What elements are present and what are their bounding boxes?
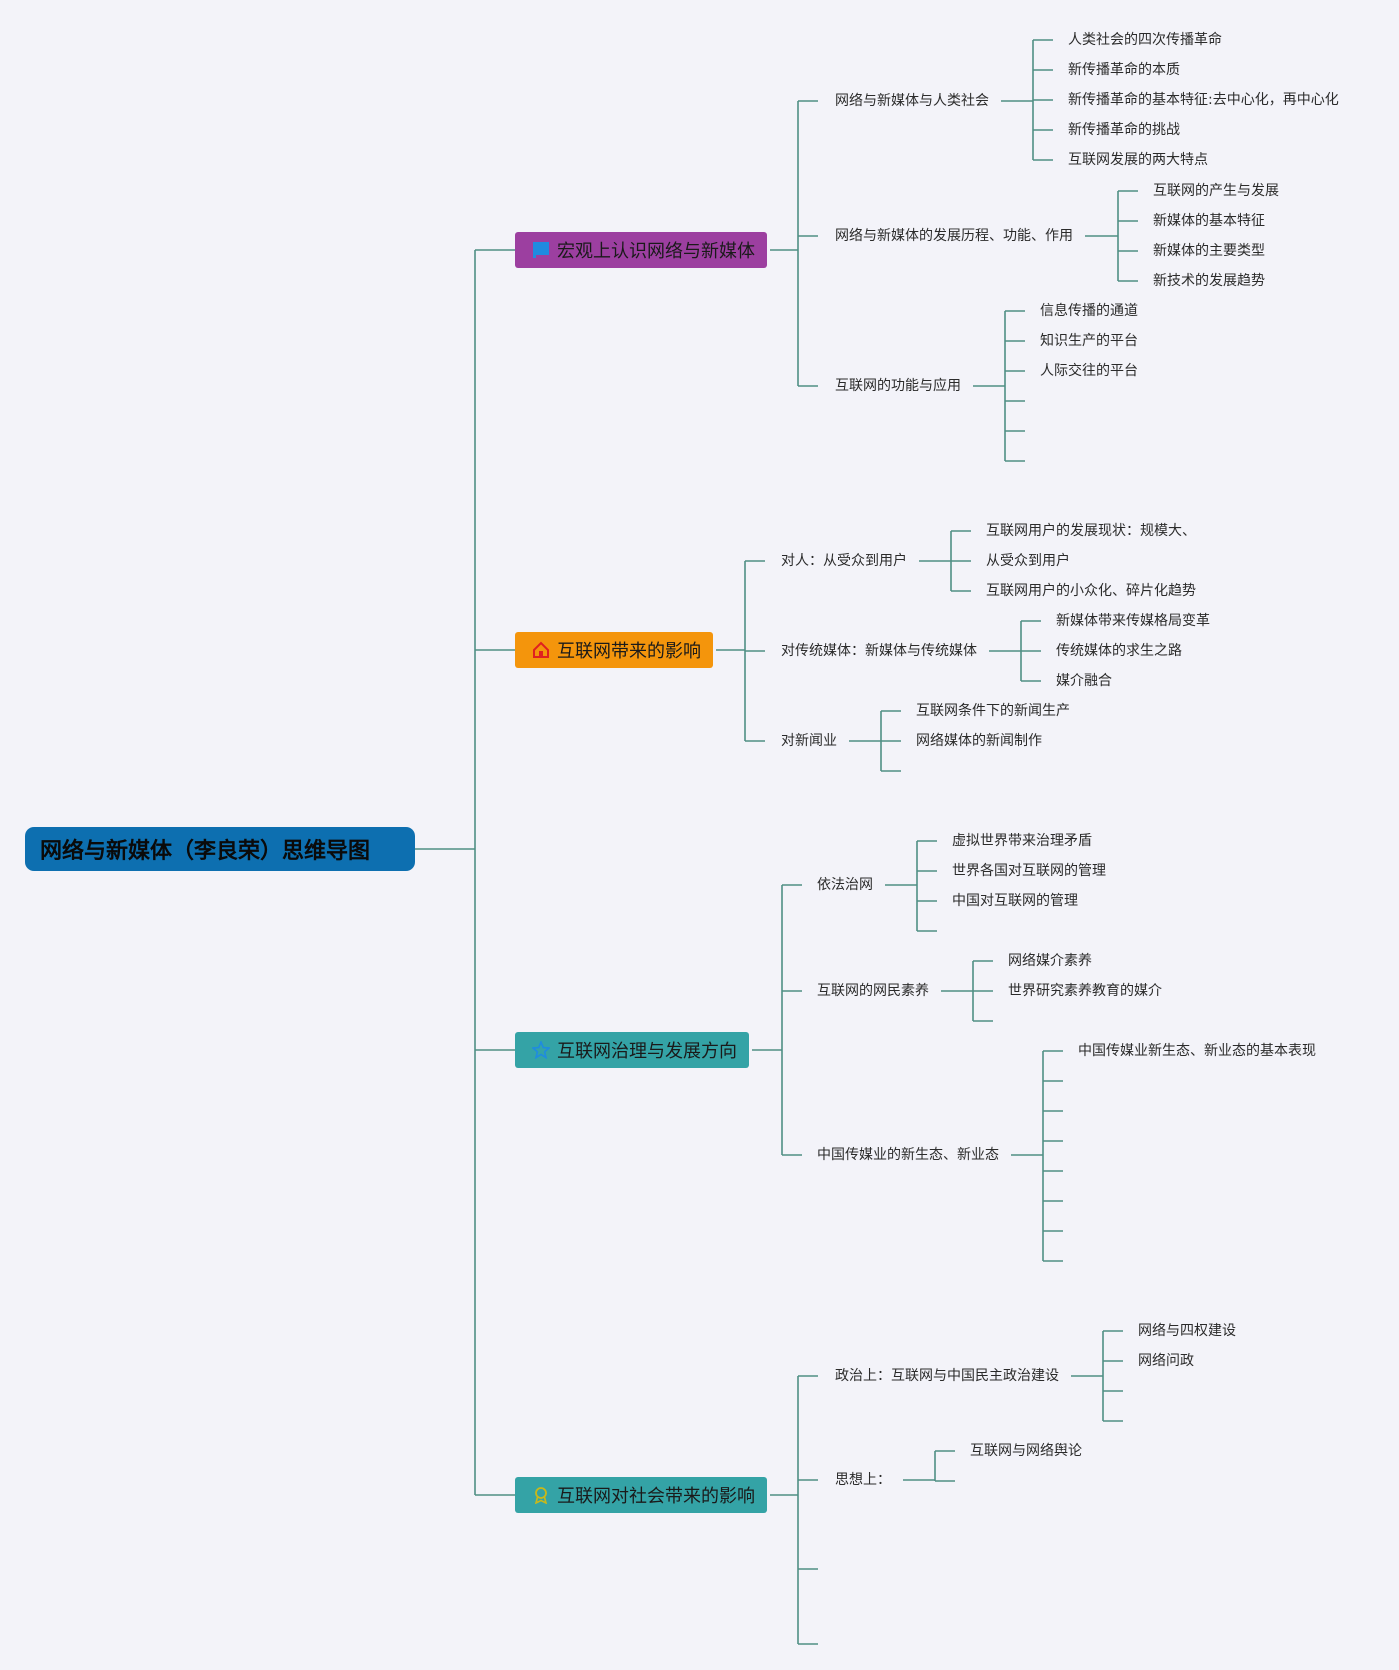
subtopic[interactable]: 对新闻业 <box>781 733 837 749</box>
leaf-topic[interactable]: 信息传播的通道 <box>1040 303 1138 319</box>
leaf-topic[interactable]: 新传播革命的挑战 <box>1068 122 1180 138</box>
branch-topic-macro[interactable]: 宏观上认识网络与新媒体 <box>515 232 767 268</box>
leaf-topic[interactable]: 中国传媒业新生态、新业态的基本表现 <box>1078 1043 1316 1059</box>
leaf-topic[interactable]: 新传播革命的基本特征:去中心化，再中心化 <box>1068 92 1339 108</box>
leaf-topic[interactable]: 互联网发展的两大特点 <box>1068 152 1208 168</box>
star-icon <box>531 1040 551 1060</box>
flag-icon <box>531 240 551 260</box>
leaf-topic[interactable]: 新传播革命的本质 <box>1068 62 1180 78</box>
subtopic[interactable]: 网络与新媒体的发展历程、功能、作用 <box>835 228 1073 244</box>
home-icon <box>531 640 551 660</box>
root-topic-label: 网络与新媒体（李良荣）思维导图 <box>40 839 371 864</box>
subtopic[interactable]: 依法治网 <box>817 877 873 893</box>
leaf-topic[interactable]: 网络媒体的新闻制作 <box>916 733 1042 749</box>
subtopic[interactable]: 中国传媒业的新生态、新业态 <box>817 1147 999 1163</box>
subtopic[interactable]: 网络与新媒体与人类社会 <box>835 93 989 109</box>
leaf-topic[interactable]: 媒介融合 <box>1056 673 1112 689</box>
leaf-topic[interactable]: 互联网与网络舆论 <box>970 1443 1082 1459</box>
root-topic[interactable]: 网络与新媒体（李良荣）思维导图 <box>25 827 415 871</box>
subtopic[interactable]: 互联网的功能与应用 <box>835 378 961 394</box>
subtopic[interactable]: 政治上：互联网与中国民主政治建设 <box>835 1368 1059 1384</box>
leaf-topic[interactable]: 传统媒体的求生之路 <box>1056 643 1182 659</box>
leaf-topic[interactable]: 世界研究素养教育的媒介 <box>1008 983 1162 999</box>
leaf-topic[interactable]: 网络问政 <box>1138 1353 1194 1369</box>
leaf-topic[interactable]: 新媒体带来传媒格局变革 <box>1056 613 1210 629</box>
leaf-topic[interactable]: 网络媒介素养 <box>1008 953 1092 969</box>
leaf-topic[interactable]: 互联网用户的小众化、碎片化趋势 <box>986 583 1196 599</box>
leaf-topic[interactable]: 中国对互联网的管理 <box>952 893 1078 909</box>
branch-topic-impact[interactable]: 互联网带来的影响 <box>515 632 713 668</box>
branch-topic-governance[interactable]: 互联网治理与发展方向 <box>515 1032 749 1068</box>
leaf-topic[interactable]: 世界各国对互联网的管理 <box>952 863 1106 879</box>
branch-topic-label: 互联网治理与发展方向 <box>557 1041 737 1062</box>
branch-topic-label: 互联网对社会带来的影响 <box>557 1486 755 1507</box>
subtopic[interactable]: 互联网的网民素养 <box>817 983 929 999</box>
branch-topic-label: 互联网带来的影响 <box>557 641 701 662</box>
leaf-topic[interactable]: 人际交往的平台 <box>1040 363 1138 379</box>
branch-topic-society[interactable]: 互联网对社会带来的影响 <box>515 1477 767 1513</box>
leaf-topic[interactable]: 网络与四权建设 <box>1138 1323 1236 1339</box>
subtopic[interactable]: 对人：从受众到用户 <box>781 553 907 569</box>
leaf-topic[interactable]: 新媒体的基本特征 <box>1153 213 1265 229</box>
leaf-topic[interactable]: 人类社会的四次传播革命 <box>1068 32 1222 48</box>
award-icon <box>531 1485 551 1505</box>
leaf-topic[interactable]: 新媒体的主要类型 <box>1153 243 1265 259</box>
leaf-topic[interactable]: 新技术的发展趋势 <box>1153 273 1265 289</box>
leaf-topic[interactable]: 互联网的产生与发展 <box>1153 183 1279 199</box>
leaf-topic[interactable]: 知识生产的平台 <box>1040 333 1138 349</box>
leaf-topic[interactable]: 互联网条件下的新闻生产 <box>916 703 1070 719</box>
leaf-topic[interactable]: 互联网用户的发展现状：规模大、 <box>986 523 1196 539</box>
subtopic[interactable]: 对传统媒体：新媒体与传统媒体 <box>781 643 977 659</box>
subtopic[interactable]: 思想上： <box>835 1472 891 1488</box>
leaf-topic[interactable]: 从受众到用户 <box>986 553 1070 569</box>
branch-topic-label: 宏观上认识网络与新媒体 <box>557 241 755 262</box>
leaf-topic[interactable]: 虚拟世界带来治理矛盾 <box>952 833 1092 849</box>
